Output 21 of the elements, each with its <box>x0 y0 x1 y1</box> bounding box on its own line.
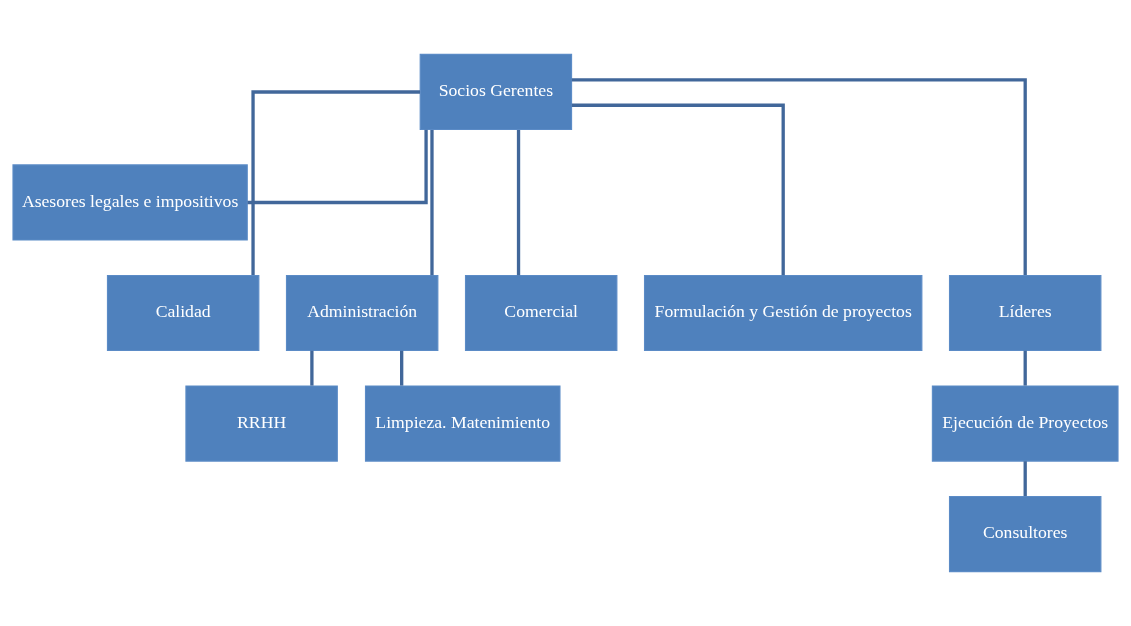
connector <box>1023 350 1027 386</box>
connector <box>310 350 314 386</box>
node-box: Calidad <box>106 274 260 352</box>
connector <box>247 129 428 205</box>
node-box: Limpieza. Matenimiento <box>364 385 561 462</box>
connector <box>571 103 785 276</box>
node-box: Consultores <box>948 495 1102 573</box>
connector <box>251 90 421 275</box>
node-box: Ejecución de Proyectos <box>931 385 1119 462</box>
connector <box>400 350 404 386</box>
node-box: Socios Gerentes <box>419 53 573 131</box>
node-box: Asesores legales e impositivos <box>12 164 248 241</box>
node-box: Administración <box>285 274 439 352</box>
connector <box>1023 461 1027 497</box>
node-box: Comercial <box>464 274 618 352</box>
connector <box>430 130 434 276</box>
node-box: RRHH <box>185 385 338 462</box>
node-box: Líderes <box>948 274 1102 352</box>
connector <box>571 78 1027 275</box>
connector <box>516 130 521 276</box>
node-box: Formulación y Gestión de proyectos <box>643 274 923 352</box>
